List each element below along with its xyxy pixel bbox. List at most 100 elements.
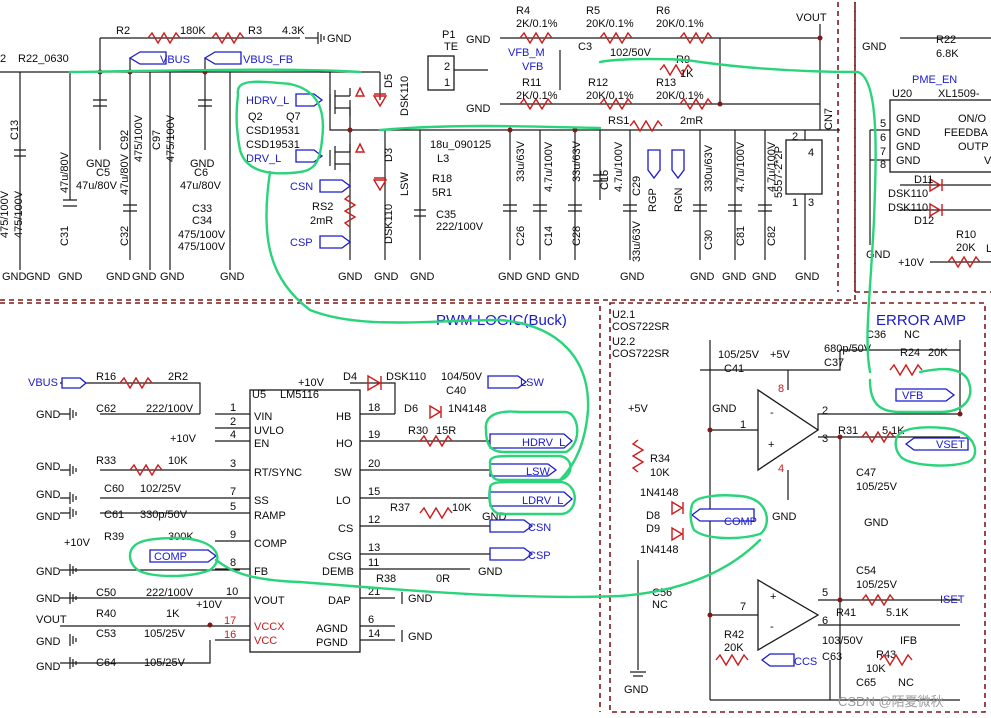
net-plus10v: +10V (898, 257, 925, 269)
r41-value: 5.1K (886, 607, 909, 619)
gnd-label: GND (36, 593, 61, 605)
r33-value: 10K (168, 455, 188, 467)
c29-ref: C29 (631, 176, 643, 196)
u20-pin: 6 (880, 132, 886, 144)
output-caps (503, 174, 772, 212)
net-rgn: RGN (673, 188, 685, 213)
u5-pin-num: 11 (368, 557, 379, 569)
c5-ref: C5 (96, 167, 110, 179)
opamp-plus-sign: + (770, 591, 776, 603)
d12-ref: D12 (914, 215, 934, 227)
resistor-r16 (119, 376, 153, 390)
gnd-label: GND (327, 33, 352, 45)
mosfet-q2 (329, 142, 366, 172)
u2-section-2: U2.2 (612, 336, 635, 348)
resistor-rs1 (629, 119, 663, 133)
u5-pin-name: CSG (328, 551, 352, 563)
d5-value: DSK110 (399, 76, 411, 116)
cap-c31 (63, 199, 77, 207)
c28-ref: C28 (571, 226, 583, 246)
resistor-r33 (129, 463, 163, 477)
r38-ref: R38 (376, 573, 396, 585)
gnd-label: GND (555, 271, 580, 283)
resistor-r2 (147, 31, 181, 45)
u5-pin-name: EN (254, 438, 269, 450)
resistor-r31 (861, 430, 895, 444)
gnd-label: GND (478, 566, 503, 578)
net-comp-text: COMP (154, 551, 187, 563)
lsw-pin-label: LSW (399, 172, 411, 196)
c63-ref: C63 (822, 651, 842, 663)
gnd-label: GND (624, 684, 649, 696)
c15-value: 4.7u/100V (613, 141, 625, 192)
r30-value: 15R (436, 425, 456, 437)
u20-right-text: OUTP (958, 141, 989, 153)
c64-value: 105/25V (144, 657, 186, 669)
d11-value: DSK110 (888, 188, 928, 200)
chip-u20 (889, 99, 991, 173)
edge-label-l: L (986, 243, 991, 255)
u20-pin: 5 (880, 118, 886, 130)
l3-ref: L3 (437, 153, 449, 165)
d4-value: DSK110 (386, 371, 426, 383)
input-bus (0, 37, 380, 270)
u5-pin-name: SW (334, 467, 352, 479)
u5-pin-name: RT/SYNC (254, 467, 302, 479)
q2-ref: Q2 (248, 111, 263, 123)
c62-value: 222/100V (146, 403, 194, 415)
r37-ref: R37 (390, 502, 410, 514)
u5-pin-name: VIN (254, 411, 272, 423)
r34-value: 10K (650, 467, 670, 479)
d3-value: DSK110 (383, 204, 395, 244)
c81-value: 4.7u/100V (735, 141, 747, 192)
u2-pin-1: 1 (740, 419, 746, 431)
r2-ref: R2 (116, 25, 130, 37)
gnd-label: GND (190, 158, 215, 170)
r2-value: 180K (180, 25, 206, 37)
resistor-rs2 (343, 194, 357, 228)
u20-right-text: ON/O (958, 113, 987, 125)
c26-ref: C26 (515, 226, 527, 246)
net-plus10v: +10V (196, 599, 223, 611)
u5-right-pins (360, 413, 395, 641)
u20-pin: 8 (880, 159, 886, 171)
net-rgp: RGP (647, 188, 659, 212)
diode-d5 (372, 93, 388, 108)
net-csp-flag-2: CSP (489, 547, 551, 562)
u2-part-2: COS722SR (612, 348, 670, 360)
u5-pin-name: DAP (328, 595, 351, 607)
u20-pin: 7 (880, 146, 886, 158)
q7-ref: Q7 (286, 111, 301, 123)
opamp-u2-2 (757, 578, 820, 652)
u20-pin-name: GND (896, 155, 921, 167)
r18-value: 5R1 (432, 187, 452, 199)
c63-value: 103/50V (822, 635, 864, 647)
pwm-left-gnd (69, 408, 77, 669)
c26-value: 33u/63V (515, 140, 527, 182)
gnd-label: GND (866, 249, 891, 261)
gnd-label: GND (36, 636, 61, 648)
net-lsw-flag-2: LSW (489, 463, 558, 478)
r34-ref: R34 (650, 453, 670, 465)
r4-value: 2K/0.1% (516, 18, 558, 30)
u20-part: XL1509- (938, 88, 980, 100)
c50-value: 222/100V (146, 587, 194, 599)
u5-pin-name: VOUT (254, 595, 285, 607)
opamp-u2-1 (757, 388, 820, 472)
resistor-r3 (211, 31, 245, 45)
u5-pin-name: PGND (316, 637, 348, 649)
c6-ref: C6 (194, 167, 208, 179)
gnd-label: GND (712, 403, 737, 415)
u5-pin-num: 18 (368, 402, 380, 414)
r24-value: 20K (928, 347, 948, 359)
r5-value: 20K/0.1% (586, 18, 634, 30)
net-csn-text: CSN (528, 522, 551, 534)
d9-value: 1N4148 (640, 544, 679, 556)
resistor-r24 (889, 363, 923, 377)
cn7-pin: 2 (792, 131, 798, 143)
resistor-r10 (947, 255, 981, 269)
opamp-plus-sign: + (768, 439, 774, 451)
net-csn-flag (319, 179, 352, 193)
u5-ref: U5 (252, 389, 266, 401)
u5-pin-num: 3 (230, 458, 236, 470)
